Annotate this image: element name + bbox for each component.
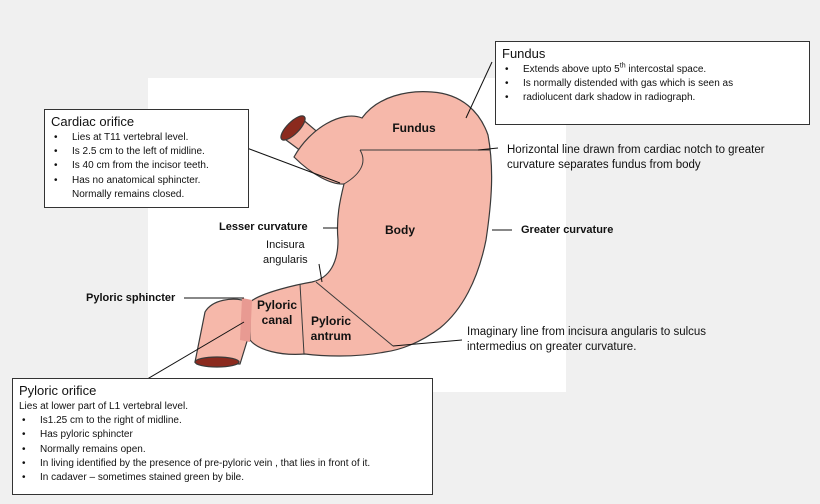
fundus-box-list: Extends above upto 5th intercostal space… [502, 63, 803, 106]
incisura-leader [318, 263, 323, 283]
duodenal-lumen [194, 356, 240, 368]
horizontal-line-text-2: curvature separates fundus from body [507, 159, 701, 171]
horizontal-line-label: Horizontal line drawn from cardiac notch… [507, 143, 765, 173]
pyloric-sphincter-label: Pyloric sphincter [86, 292, 176, 304]
imaginary-line-text-2: intermedius on greater curvature. [467, 341, 637, 353]
cardiac-item-3: Is 40 cm from the incisor teeth. [51, 159, 242, 173]
fundus-item-1-sup: th [619, 62, 626, 70]
fundus-info-box: Fundus Extends above upto 5th intercosta… [495, 41, 810, 125]
fundus-item-1-text: Extends above upto 5 [523, 64, 620, 75]
fundus-box-title: Fundus [502, 46, 546, 61]
pyloric-box-list: Is1.25 cm to the right of midline. Has p… [19, 414, 426, 485]
fundus-item-1-tail: intercostal space. [625, 64, 707, 75]
pyloric-orifice-leader [131, 321, 245, 389]
incisura-angularis-label: Incisura angularis [263, 238, 308, 268]
pyloric-box-intro: Lies at lower part of L1 vertebral level… [19, 401, 188, 412]
fundus-item-2: Is normally distended with gas which is … [502, 77, 803, 91]
pyloric-item-3: Normally remains open. [19, 443, 426, 457]
canal-antrum-divider [299, 283, 305, 355]
pyloric-antrum-label: Pyloric antrum [306, 314, 356, 344]
cardiac-orifice-info-box: Cardiac orifice Lies at T11 vertebral le… [44, 109, 249, 208]
cardiac-notch-line [343, 149, 364, 185]
incisura-line-1: Incisura [266, 239, 305, 251]
pyloric-sphincter-band [240, 298, 252, 342]
pyloric-canal-line-2: canal [261, 313, 293, 327]
cardiac-lumen [280, 115, 306, 141]
cardiac-item-2: Is 2.5 cm to the left of midline. [51, 145, 242, 159]
horizontal-line-text-1: Horizontal line drawn from cardiac notch… [507, 144, 765, 156]
fundus-leader [465, 61, 493, 119]
fundus-item-3: radiolucent dark shadow in radiograph. [502, 91, 803, 105]
pyloric-item-1: Is1.25 cm to the right of midline. [19, 414, 426, 428]
horizontal-line-leader [477, 147, 499, 151]
pyloric-antrum-line-1: Pyloric [310, 314, 352, 328]
greater-curvature-label: Greater curvature [521, 224, 614, 236]
lesser-curvature-label: Lesser curvature [219, 221, 308, 233]
pyloric-item-2: Has pyloric sphincter [19, 428, 426, 442]
stomach-outline [249, 91, 493, 357]
fundus-item-1: Extends above upto 5th intercostal space… [502, 62, 803, 78]
incisura-line-2: angularis [263, 254, 308, 266]
fundus-label: Fundus [392, 121, 436, 135]
cardiac-box-list: Lies at T11 vertebral level. Is 2.5 cm t… [51, 131, 242, 202]
body-label: Body [385, 223, 415, 237]
cardiac-box-title: Cardiac orifice [51, 114, 135, 129]
imaginary-line-text-1: Imaginary line from incisura angularis t… [467, 326, 707, 338]
pyloric-antrum-line-2: antrum [310, 329, 352, 343]
pyloric-canal-label: Pyloric canal [252, 298, 302, 328]
imaginary-line-label: Imaginary line from incisura angularis t… [467, 325, 706, 355]
cardiac-item-1: Lies at T11 vertebral level. [51, 131, 242, 145]
pyloric-box-title: Pyloric orifice [19, 383, 97, 398]
cardiac-item-5: Normally remains closed. [72, 188, 185, 200]
cardiac-item-4: Has no anatomical sphincter. [51, 174, 242, 188]
pyloric-item-5: In cadaver – sometimes stained green by … [19, 471, 426, 485]
pyloric-item-4: In living identified by the presence of … [19, 457, 426, 471]
imaginary-line-leader [392, 339, 463, 347]
antrum-body-divider [315, 281, 394, 347]
pyloric-orifice-info-box: Pyloric orifice Lies at lower part of L1… [12, 378, 433, 495]
pyloric-canal-line-1: Pyloric [256, 298, 298, 312]
